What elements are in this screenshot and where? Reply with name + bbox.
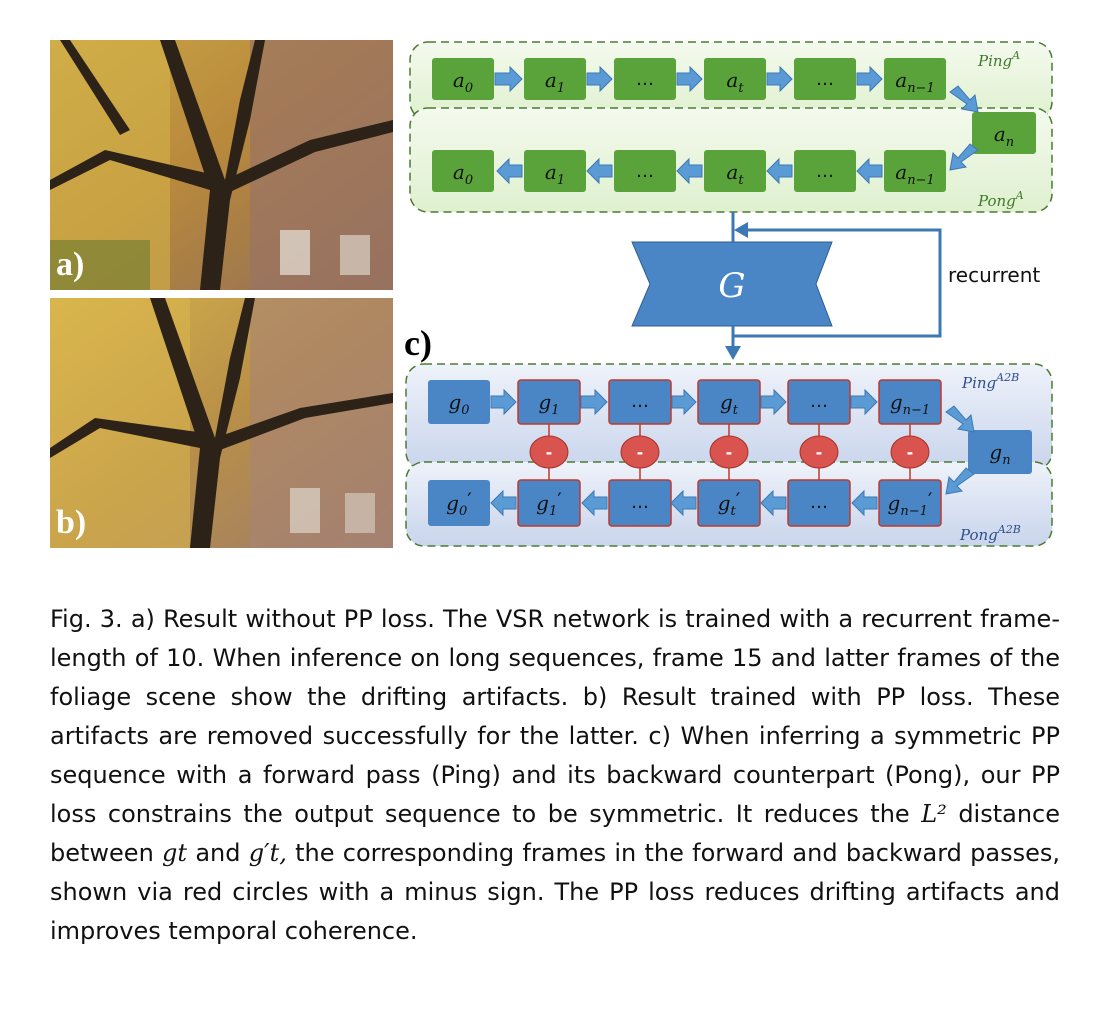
frame-box [787,479,851,527]
recurrent-loop [733,228,942,338]
frame-box [704,150,766,192]
frame-label: g0 [448,390,469,418]
caption-text-2: b) Result trained with PP loss. These ar… [50,683,1060,828]
frame-box [704,58,766,100]
frame-box [614,58,676,100]
arrowhead [734,222,748,238]
svg-text:-: - [637,443,644,462]
pong-a-arrows [496,143,979,185]
figure-caption: Fig. 3. a) Result without PP loss. The V… [50,600,1060,951]
frame-label: … [810,492,828,513]
caption-text-1: a) Result without PP loss. The VSR netwo… [50,605,1060,711]
frame-box [517,479,581,527]
generator-block [631,241,833,327]
frame-label-gn: gn [989,440,1010,468]
frame-label: … [636,69,654,90]
minus-circle [620,435,660,469]
frame-box [608,379,672,425]
minus-circle [709,435,749,469]
frame-box [614,150,676,192]
pong-a-label: PongA [977,189,1024,210]
caption-text-4: and [195,839,241,867]
svg-text:-: - [816,443,823,462]
frame-box [794,58,856,100]
frame-label: g1′ [536,488,562,519]
frame-label: … [810,391,828,412]
frame-label: gt′ [718,488,741,519]
frame-label: … [816,161,834,182]
ping-a-arrows [494,65,979,113]
arrowhead [725,346,741,360]
frame-box [697,379,761,425]
panel-c-label: c) [404,323,432,363]
frame-label: at [726,160,744,188]
minus-circle [529,435,569,469]
frame-box [884,150,946,192]
frame-label: a1 [545,160,565,188]
caption-math-gt: gt [162,839,188,867]
generator-label: G [718,266,745,306]
ping-g-row: g0 g1 … gt … gn−1 [428,379,942,425]
frame-label: a1 [545,68,565,96]
minus-circle [799,435,839,469]
frame-label: a0 [453,68,473,96]
frame-label: an−1 [895,68,934,96]
minus-circle [890,435,930,469]
frame-label: at [726,68,744,96]
frame-label: g1 [538,390,559,418]
recurrent-label: recurrent [948,263,1040,287]
frame-label: … [636,161,654,182]
frame-box [428,380,490,424]
pong-g-arrows [490,467,975,517]
photo-panel-b: b) [50,298,393,548]
caption-math-l2: L² [921,800,947,828]
caption-fig-label: Fig. 3. [50,605,123,633]
panel-a-label: a) [56,246,85,283]
frame-box [794,150,856,192]
pp-loss-diagram: PingA PongA a0 a1 … at … an−1 an a0 a1 …… [405,41,1053,547]
photo-panel-a: a) [50,40,393,290]
frame-label: g0′ [446,488,472,519]
frame-label: gn−1′ [888,488,933,519]
frame-label: gn−1 [890,390,930,418]
frame-box [697,479,761,527]
frame-box [524,150,586,192]
frame-box [884,58,946,100]
pong-a-row: a0 a1 … at … an−1 [432,150,946,192]
frame-label-an: an [994,122,1014,150]
frame-label: an−1 [895,160,934,188]
frame-box [432,58,494,100]
caption-text-5: the corresponding frames in the forward … [50,839,1060,945]
frame-box [428,480,490,526]
minus-circles: - - - - - [529,435,930,469]
frame-box [878,479,942,527]
frame-box [524,58,586,100]
frame-box [432,150,494,192]
frame-label: … [816,69,834,90]
frame-box [517,379,581,425]
caption-text-3: distance between [50,800,1061,867]
svg-text:-: - [546,443,553,462]
frame-box-gn [968,430,1032,474]
caption-math-gt-prime: g′t, [248,839,287,867]
frame-label: … [631,391,649,412]
svg-text:-: - [907,443,914,462]
svg-text:-: - [726,443,733,462]
frame-box [787,379,851,425]
ping-a-label: PingA [977,49,1020,70]
frame-box [878,379,942,425]
pong-g-row: g0′ g1′ … gt′ … gn−1′ [428,479,942,527]
frame-box-an [972,112,1036,154]
panel-b-label: b) [56,504,87,541]
frame-label: gt [720,390,739,418]
frame-label: a0 [453,160,473,188]
ping-a-row: a0 a1 … at … an−1 [432,58,946,100]
ping-g-arrows [490,388,975,433]
frame-label: … [631,492,649,513]
